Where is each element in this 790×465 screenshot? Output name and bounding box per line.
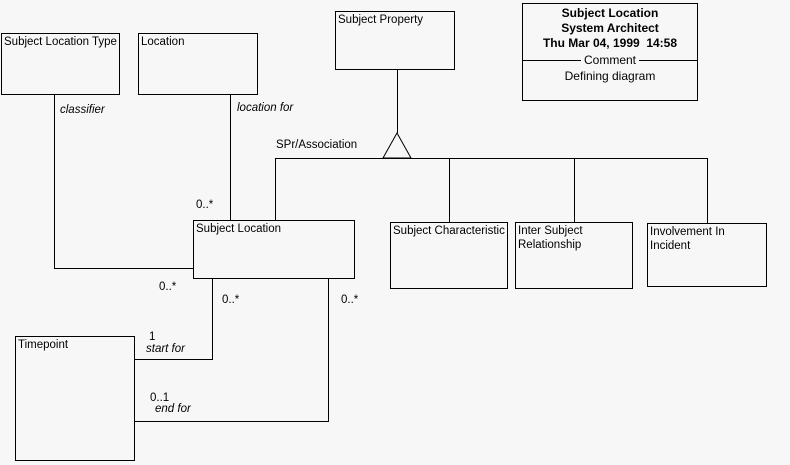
title-block-timestamp: Thu Mar 04, 1999 14:58 bbox=[542, 36, 678, 50]
edge-drop-subject-characteristic bbox=[449, 158, 450, 222]
title-block-app: System Architect bbox=[561, 21, 659, 35]
edge-classifier-vertical bbox=[54, 95, 55, 269]
edge-label-end-for: end for bbox=[155, 403, 191, 415]
generalization-triangle-icon bbox=[382, 132, 412, 159]
node-subject-characteristic[interactable]: Subject Characteristic bbox=[390, 222, 508, 289]
node-label: Location bbox=[141, 36, 185, 48]
title-block-title: Subject Location bbox=[561, 6, 659, 20]
node-label: Inter Subject Relationship bbox=[518, 225, 583, 251]
edge-label-classifier: classifier bbox=[60, 104, 105, 116]
edge-label-start-for: start for bbox=[146, 343, 185, 355]
title-block: Subject Location System Architect Thu Ma… bbox=[522, 3, 698, 101]
node-label: Involvement In Incident bbox=[650, 226, 725, 252]
node-label: Timepoint bbox=[18, 339, 69, 351]
edge-start-for-vertical bbox=[212, 279, 213, 360]
node-timepoint[interactable]: Timepoint bbox=[15, 336, 135, 461]
title-block-comment: Defining diagram bbox=[564, 69, 656, 83]
edge-location-for-vertical bbox=[230, 95, 231, 220]
edge-drop-subject-location bbox=[275, 158, 276, 220]
node-involvement-in-incident[interactable]: Involvement In Incident bbox=[647, 223, 767, 287]
edge-label-spr-association: SPr/Association bbox=[276, 139, 358, 151]
edge-association-bus bbox=[275, 158, 708, 159]
edge-classifier-horizontal bbox=[54, 268, 193, 269]
cardinality-timepoint-end: 0..1 bbox=[150, 392, 170, 404]
edge-end-for-horizontal bbox=[135, 421, 329, 422]
node-location[interactable]: Location bbox=[138, 33, 258, 95]
edge-label-location-for: location for bbox=[237, 102, 294, 114]
edge-end-for-vertical bbox=[328, 279, 329, 422]
title-block-section-label: Comment bbox=[584, 53, 637, 67]
node-label: Subject Property bbox=[338, 14, 424, 26]
node-subject-property[interactable]: Subject Property bbox=[335, 11, 455, 70]
node-subject-location[interactable]: Subject Location bbox=[193, 220, 355, 279]
edge-drop-involvement bbox=[707, 158, 708, 223]
node-label: Subject Location bbox=[196, 223, 282, 235]
cardinality-end-end: 0..* bbox=[341, 294, 359, 306]
cardinality-classifier-end: 0..* bbox=[159, 281, 177, 293]
edge-start-for-horizontal bbox=[135, 359, 213, 360]
cardinality-location-end: 0..* bbox=[196, 199, 214, 211]
node-label: Subject Characteristic bbox=[393, 225, 505, 237]
comment-separator: Comment bbox=[523, 53, 698, 68]
node-subject-location-type[interactable]: Subject Location Type bbox=[1, 33, 120, 95]
cardinality-timepoint-start: 1 bbox=[149, 331, 156, 343]
separator-rule-right bbox=[639, 60, 698, 61]
node-inter-subject-relationship[interactable]: Inter Subject Relationship bbox=[515, 222, 633, 289]
edge-drop-inter-subject bbox=[574, 158, 575, 222]
edge-subject-property-vertical bbox=[397, 70, 398, 133]
node-label: Subject Location Type bbox=[4, 36, 117, 48]
separator-rule-left bbox=[523, 60, 581, 61]
cardinality-start-end: 0..* bbox=[222, 294, 240, 306]
